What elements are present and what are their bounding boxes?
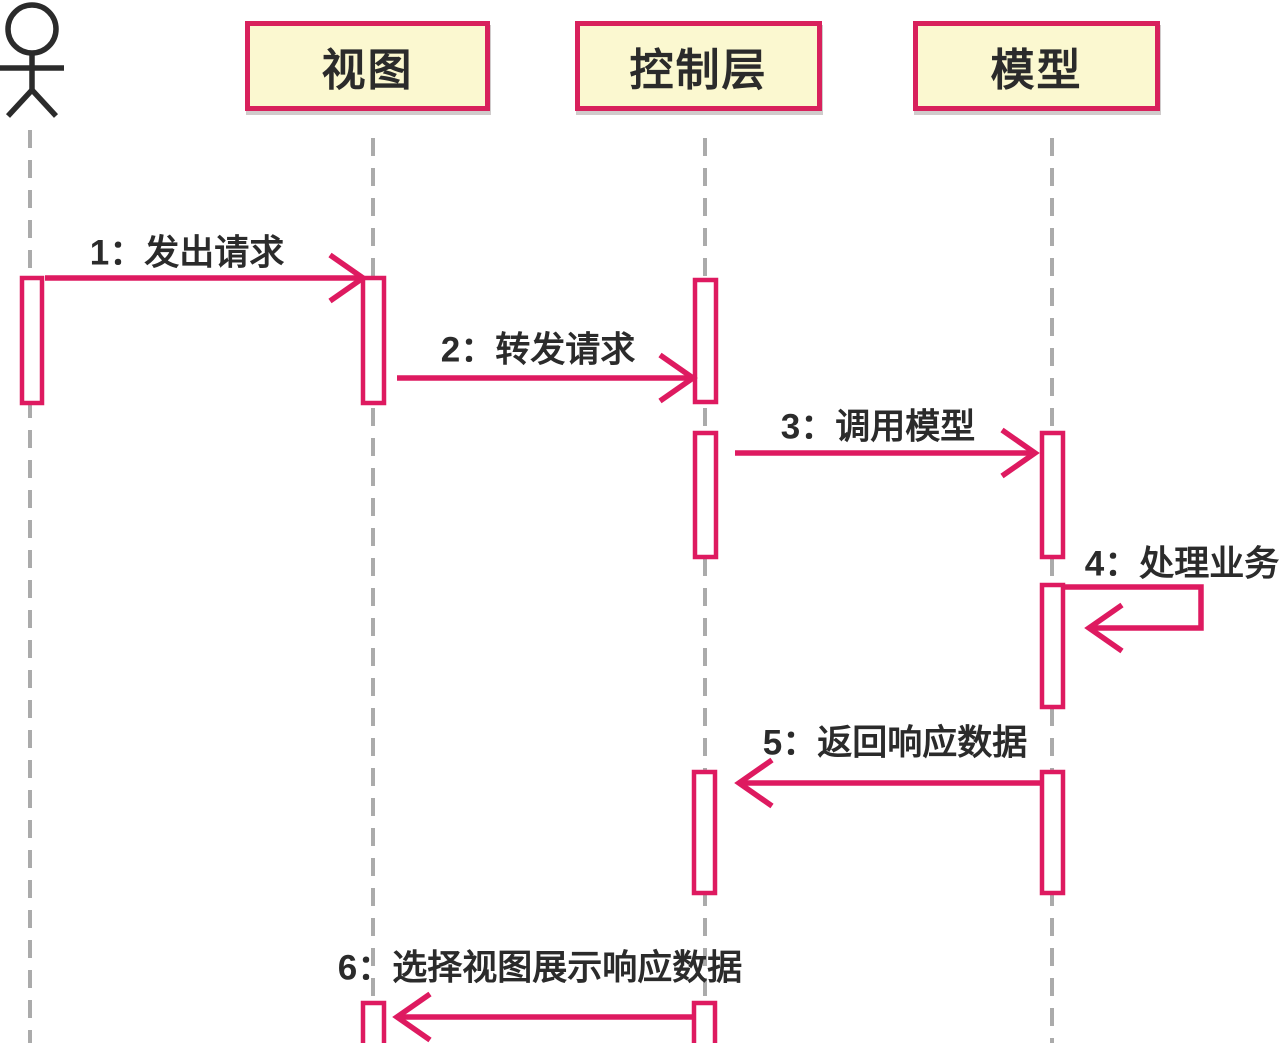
activation-bar-controller-1 [692,277,719,405]
activation-bars-group [19,275,1066,1043]
message-arrow-1-head [328,252,368,304]
message-arrow-5-head [734,757,774,809]
participant-box-model: 模型 [913,21,1160,111]
actor-right-leg [29,88,59,118]
actor-head [5,2,59,56]
activation-bar-view-1 [360,275,387,406]
activation-bar-model-2 [1039,582,1066,710]
message-arrow-2-head [658,352,698,404]
activation-bar-model-3 [1039,769,1066,896]
message-label-6: 6：选择视图展示响应数据 [337,948,743,988]
message-arrow-3-head [1000,427,1040,479]
message-arrow-6-head [392,991,432,1043]
message-label-3: 3：调用模型 [780,407,976,447]
participant-box-controller: 控制层 [575,21,822,111]
message-label-2: 2：转发请求 [440,330,636,370]
message-arrow-4-head [1084,602,1124,654]
message-arrows-group [45,252,1204,1043]
participant-label-view: 视图 [321,46,414,95]
message-label-5: 5：返回响应数据 [762,723,1028,763]
activation-bar-view-2 [360,1000,387,1043]
activation-bar-actor-1 [19,275,45,406]
message-label-1: 1：发出请求 [89,233,285,273]
actor-left-leg [5,88,35,118]
activation-bar-controller-2 [692,430,719,560]
participant-label-model: 模型 [990,46,1083,95]
message-arrow-4-line [1065,584,1204,631]
activation-bar-controller-4 [691,1000,718,1043]
message-label-4: 4：处理业务 [1084,544,1280,584]
participant-box-view: 视图 [245,21,490,111]
actor-figure [0,2,64,118]
activation-bar-controller-3 [691,769,718,896]
participant-label-controller: 控制层 [629,46,768,95]
activation-bar-model-1 [1039,430,1066,560]
